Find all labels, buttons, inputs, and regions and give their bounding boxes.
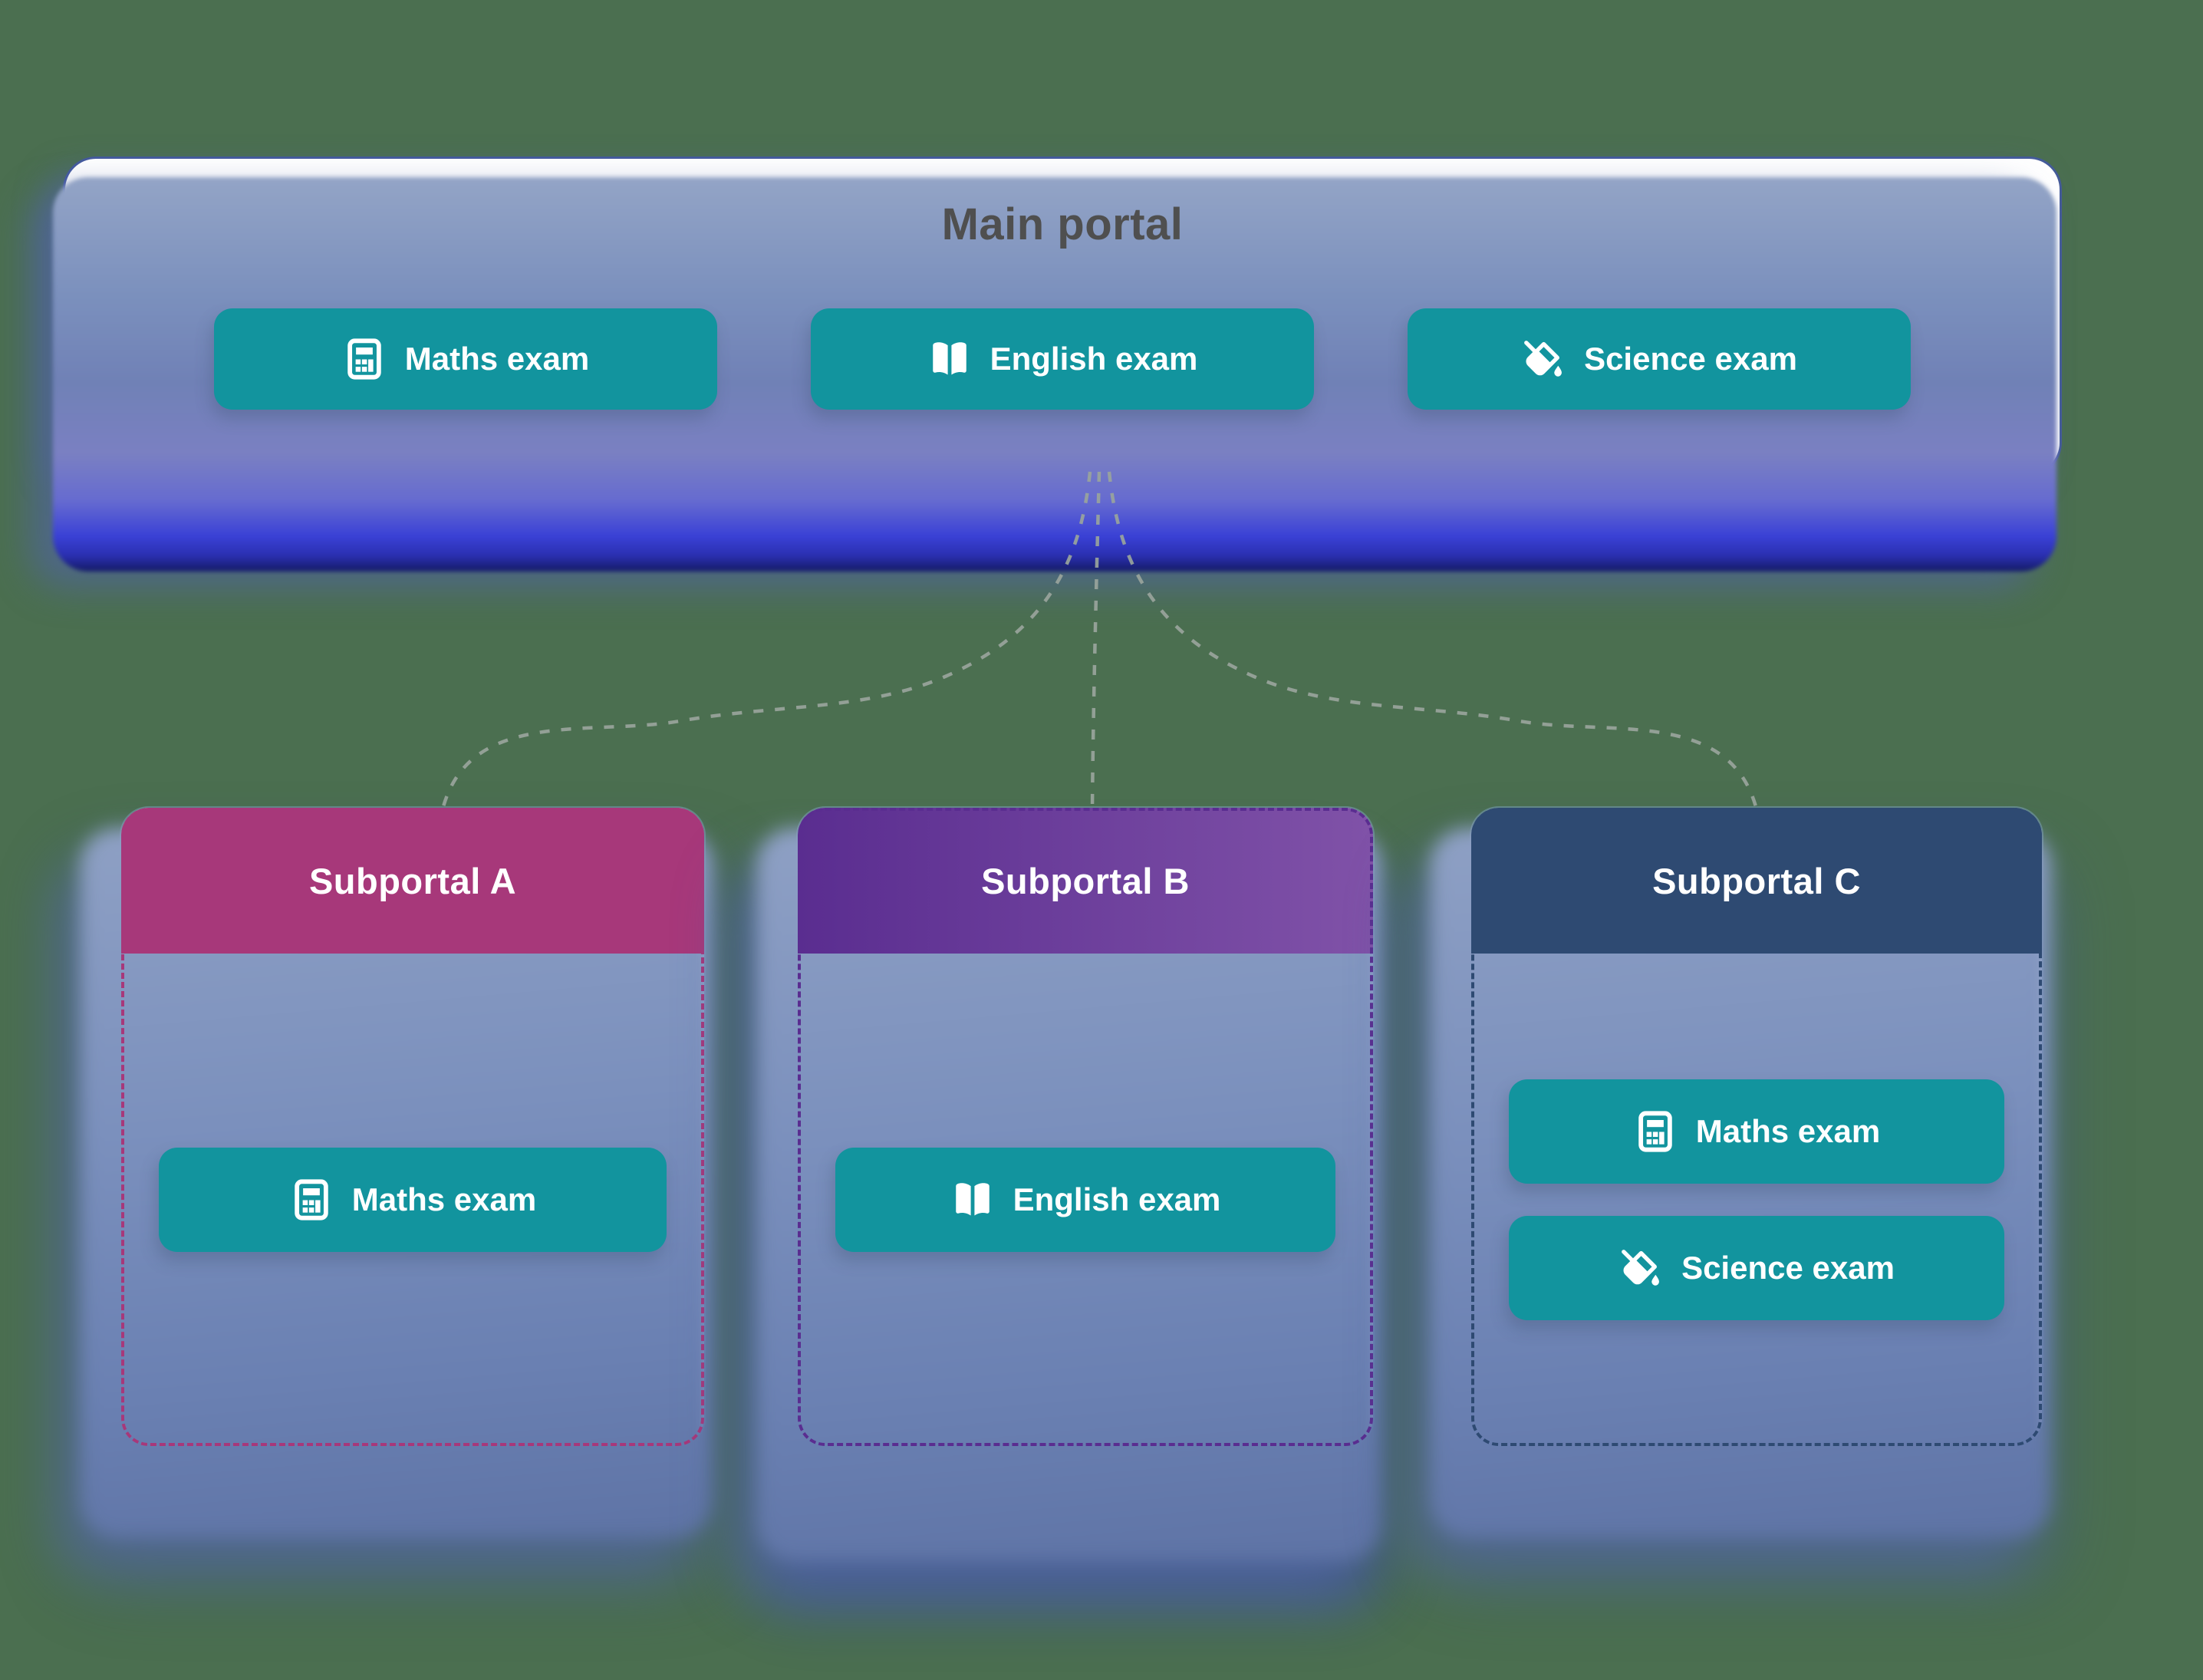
subportal-a-card: Subportal A Maths exam <box>121 808 704 1446</box>
button-label: Maths exam <box>404 341 590 377</box>
button-label: English exam <box>990 341 1198 377</box>
button-label: Science exam <box>1681 1250 1895 1286</box>
subportal-c-science-exam-button[interactable]: Science exam <box>1509 1216 2004 1320</box>
button-label: Science exam <box>1584 341 1797 377</box>
subportal-a-maths-exam-button[interactable]: Maths exam <box>159 1148 667 1252</box>
science-beaker-icon <box>1618 1246 1663 1290</box>
subportal-b-header: Subportal B <box>798 808 1373 954</box>
main-portal-card: Main portal Maths exam <box>65 159 2060 473</box>
button-label: Maths exam <box>351 1181 537 1217</box>
subportal-c-header: Subportal C <box>1471 808 2042 954</box>
main-portal-button-row: Maths exam English exam <box>65 308 2060 410</box>
subportal-b-title: Subportal B <box>981 860 1190 901</box>
main-english-exam-button[interactable]: English exam <box>811 308 1314 410</box>
button-label: English exam <box>1013 1181 1221 1217</box>
subportal-b-body: English exam <box>798 954 1373 1446</box>
subportal-a-header: Subportal A <box>121 808 704 954</box>
open-book-icon <box>927 337 972 381</box>
main-maths-exam-button[interactable]: Maths exam <box>214 308 717 410</box>
subportal-c-title: Subportal C <box>1652 860 1861 901</box>
subportal-c-card: Subportal C Maths exam <box>1471 808 2042 1446</box>
open-book-icon <box>950 1178 995 1222</box>
calculator-icon <box>1633 1109 1678 1154</box>
subportal-c-maths-exam-button[interactable]: Maths exam <box>1509 1079 2004 1184</box>
subportal-b-english-exam-button[interactable]: English exam <box>835 1148 1335 1252</box>
subportal-a-title: Subportal A <box>308 860 517 901</box>
calculator-icon <box>289 1178 334 1222</box>
calculator-icon <box>342 337 387 381</box>
subportal-b-card: Subportal B English exam <box>798 808 1373 1446</box>
subportal-a-body: Maths exam <box>121 954 704 1446</box>
science-beaker-icon <box>1521 337 1566 381</box>
main-science-exam-button[interactable]: Science exam <box>1408 308 1911 410</box>
button-label: Maths exam <box>1695 1113 1881 1149</box>
subportal-c-body: Maths exam Science exam <box>1471 954 2042 1446</box>
main-portal-title: Main portal <box>941 199 1184 249</box>
